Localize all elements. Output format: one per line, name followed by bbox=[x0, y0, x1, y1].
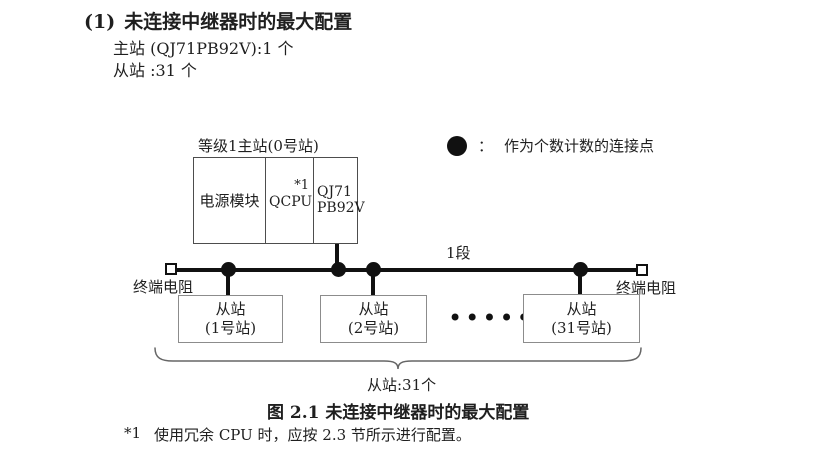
slave-title: 从站 bbox=[566, 299, 597, 318]
terminator-right-label: 终端电阻 bbox=[616, 279, 677, 297]
footnote-marker: *1 bbox=[124, 424, 142, 442]
figure-caption: 图 2.1 未连接中继器时的最大配置 bbox=[267, 403, 530, 423]
slave31-drop-line bbox=[578, 270, 582, 295]
slave-station-box-2: 从站 (2号站) bbox=[320, 295, 427, 343]
power-module-label: 电源模块 bbox=[199, 192, 260, 210]
connection-dot-icon bbox=[573, 262, 588, 277]
section-heading: (1) 未连接中继器时的最大配置 bbox=[84, 10, 352, 34]
slave-station-number: (2号站) bbox=[347, 319, 400, 337]
legend: ： 作为个数计数的连接点 bbox=[447, 135, 654, 156]
legend-colon: ： bbox=[478, 137, 494, 155]
pb92v-cell: QJ71 PB92V bbox=[314, 158, 365, 243]
connection-dot-icon bbox=[366, 262, 381, 277]
bus-line bbox=[171, 268, 637, 272]
footnote: *1 使用冗余 CPU 时，应按 2.3 节所示进行配置。 bbox=[124, 424, 471, 445]
pb92v-label-line2: PB92V bbox=[317, 200, 365, 216]
terminator-left-label: 终端电阻 bbox=[133, 278, 194, 296]
qcpu-footnote-ref: *1 bbox=[294, 178, 309, 193]
footnote-text: 使用冗余 CPU 时，应按 2.3 节所示进行配置。 bbox=[154, 426, 471, 444]
terminator-left-icon bbox=[165, 263, 177, 275]
slave-station-box-31: 从站 (31号站) bbox=[523, 294, 640, 343]
terminator-right-icon bbox=[636, 264, 648, 276]
connection-dot-icon bbox=[221, 262, 236, 277]
qcpu-label: QCPU bbox=[269, 194, 313, 210]
counting-point-dot-icon bbox=[447, 135, 467, 156]
master-station-label: 等级1主站(0号站) bbox=[198, 137, 319, 155]
heading-title: 未连接中继器时的最大配置 bbox=[124, 11, 353, 33]
slave-count-line: 从站 :31 个 bbox=[113, 61, 197, 80]
heading-number: (1) bbox=[84, 11, 116, 33]
master-station-box: 电源模块 *1 QCPU QJ71 PB92V bbox=[193, 157, 365, 244]
slave-station-number: (31号站) bbox=[551, 318, 612, 337]
slave-title: 从站 bbox=[215, 300, 246, 318]
slave-station-box-1: 从站 (1号站) bbox=[178, 295, 283, 343]
slave2-drop-line bbox=[371, 270, 375, 296]
power-module-cell: 电源模块 bbox=[194, 158, 266, 243]
master-drop-line bbox=[335, 244, 339, 270]
pb92v-label-line1: QJ71 bbox=[317, 184, 352, 200]
slave-station-number: (1号站) bbox=[204, 319, 257, 337]
slave-total-label: 从站:31个 bbox=[367, 376, 437, 394]
slave1-drop-line bbox=[226, 270, 230, 296]
slave-title: 从站 bbox=[358, 300, 389, 318]
slaves-brace-icon bbox=[154, 347, 642, 370]
segment-label: 1段 bbox=[446, 244, 471, 262]
legend-text: 作为个数计数的连接点 bbox=[504, 137, 655, 155]
master-count-line: 主站 (QJ71PB92V):1 个 bbox=[113, 39, 294, 58]
qcpu-cell: *1 QCPU bbox=[266, 158, 314, 243]
